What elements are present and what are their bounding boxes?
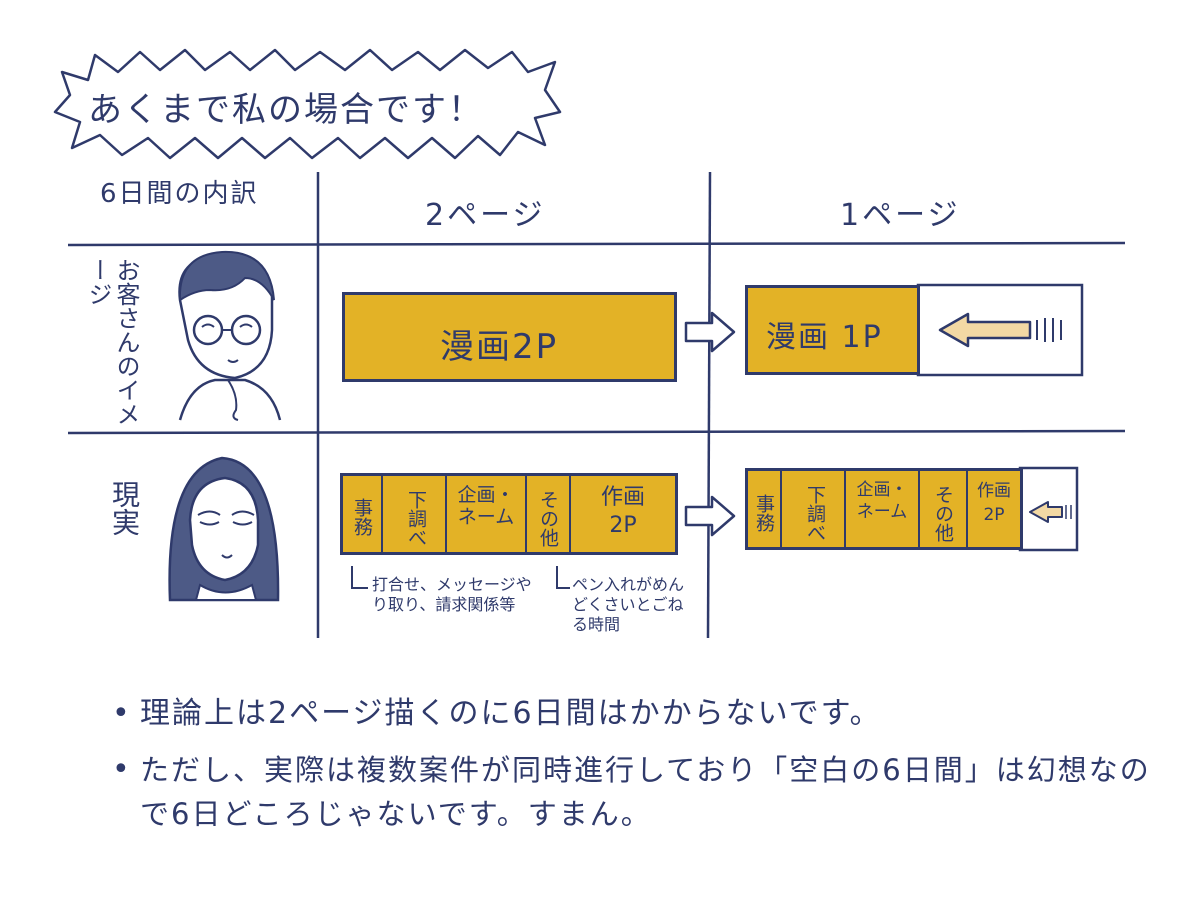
segment-jimu: 事務 bbox=[343, 476, 383, 552]
segment-kikaku-label: 企画・ネーム bbox=[457, 484, 515, 528]
bullet-text: ただし、実際は複数案件が同時進行しており「空白の6日間」は幻想なので6日どころじ… bbox=[140, 753, 1151, 831]
segment-shirabe-label: 下調べ bbox=[804, 484, 826, 542]
segment-sakuga-label: 作画2P bbox=[977, 481, 1011, 525]
bullet-list: • 理論上は2ページ描くのに6日間はかからないです。 • ただし、実際は複数案件… bbox=[112, 692, 1172, 836]
row-label-reality: 現実 bbox=[108, 480, 141, 536]
segment-shirabe-label: 下調べ bbox=[405, 489, 427, 547]
segment-jimu-label: 事務 bbox=[753, 494, 775, 532]
arrow-right-icon bbox=[684, 311, 736, 353]
bullet-item: • ただし、実際は複数案件が同時進行しており「空白の6日間」は幻想なので6日どこ… bbox=[112, 748, 1172, 836]
reality-bar-2-pages: 事務 下調べ 企画・ネーム その他 作画2P bbox=[340, 473, 678, 555]
bullet-dot: • bbox=[112, 696, 132, 731]
segment-jimu: 事務 bbox=[748, 471, 782, 547]
reality-face-icon bbox=[168, 456, 280, 602]
customer-face-icon bbox=[178, 250, 282, 421]
reality-bar-1-page: 事務 下調べ 企画・ネーム その他 作画2P bbox=[745, 468, 1023, 550]
segment-kikaku: 企画・ネーム bbox=[846, 471, 920, 547]
column-header-2-pages: 2ページ bbox=[425, 198, 546, 233]
segment-kikaku-label: 企画・ネーム bbox=[856, 480, 908, 522]
title-bubble bbox=[53, 48, 562, 160]
arrow-left-icon bbox=[938, 312, 1032, 348]
segment-sonota: その他 bbox=[527, 476, 571, 552]
segment-sakuga: 作画2P bbox=[968, 471, 1020, 547]
bar-manga-2p: 漫画2P bbox=[342, 292, 677, 382]
segment-shirabe: 下調べ bbox=[782, 471, 846, 547]
bar-manga-1p-label: 漫画 1P bbox=[766, 320, 883, 355]
segment-shirabe: 下調べ bbox=[383, 476, 447, 552]
segment-sonota-label: その他 bbox=[932, 484, 954, 542]
page-title: あくまで私の場合です！ bbox=[88, 90, 484, 130]
bullet-text: 理論上は2ページ描くのに6日間はかからないです。 bbox=[140, 696, 882, 731]
bar-manga-2p-label: 漫画2P bbox=[440, 327, 559, 367]
note-jimu: 打合せ、メッセージやり取り、請求関係等 bbox=[372, 575, 532, 614]
segment-jimu-label: 事務 bbox=[351, 498, 373, 536]
bullet-dot: • bbox=[112, 752, 132, 787]
bar-manga-1p: 漫画 1P bbox=[745, 285, 920, 375]
segment-sonota-label: その他 bbox=[537, 489, 559, 547]
column-header-1-page: 1ページ bbox=[840, 198, 961, 233]
segment-sakuga: 作画2P bbox=[571, 476, 675, 552]
corner-label: 6日間の内訳 bbox=[100, 179, 259, 209]
arrow-right-icon bbox=[684, 495, 736, 537]
segment-sonota: その他 bbox=[920, 471, 968, 547]
bullet-item: • 理論上は2ページ描くのに6日間はかからないです。 bbox=[112, 692, 1172, 736]
row-label-customer-image: お客さんのイメージ bbox=[84, 258, 140, 426]
segment-kikaku: 企画・ネーム bbox=[447, 476, 527, 552]
arrow-left-icon bbox=[1029, 501, 1063, 523]
segment-sakuga-label: 作画2P bbox=[600, 485, 645, 538]
note-sonota: ペン入れがめんどくさいとごねる時間 bbox=[572, 575, 685, 634]
